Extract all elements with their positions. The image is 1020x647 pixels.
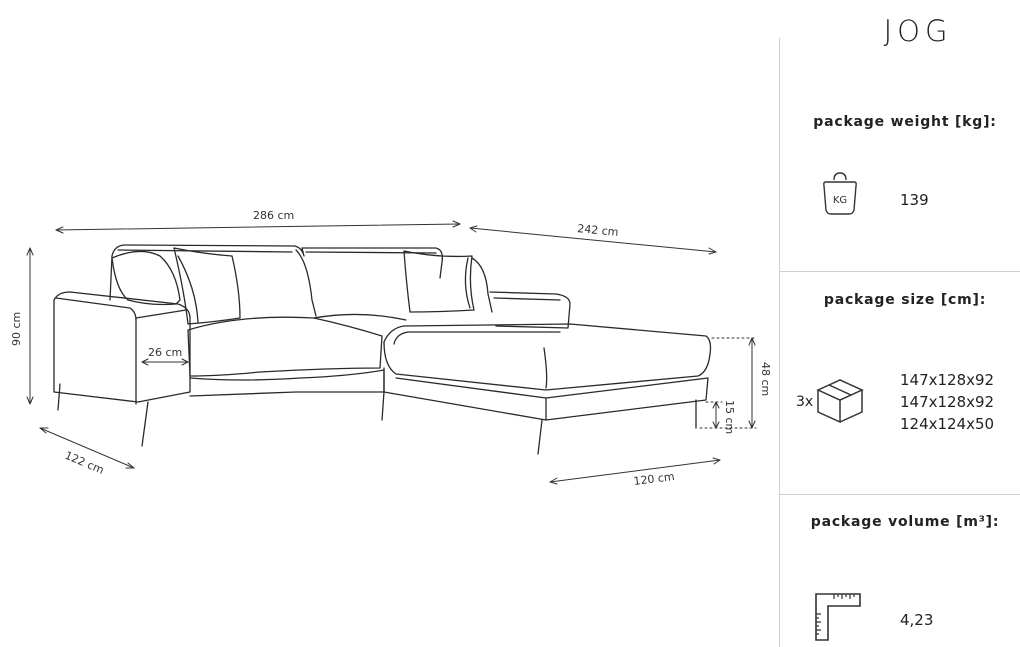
dim-label-height: 90 cm bbox=[10, 312, 23, 346]
armrest-left bbox=[53, 291, 191, 403]
pillow-left bbox=[173, 247, 241, 325]
package-count: 3x bbox=[796, 394, 814, 410]
dim-arrow-120-left bbox=[549, 477, 558, 485]
package-volume-label: package volume [m³]: bbox=[810, 514, 1000, 530]
seat-cushion-mid bbox=[313, 313, 407, 321]
dim-line-242 bbox=[469, 227, 717, 253]
dim-arrow-15-top bbox=[712, 401, 720, 409]
dimension-lines bbox=[26, 220, 757, 485]
dim-arrow-26-left bbox=[141, 358, 149, 366]
leg-1 bbox=[57, 383, 61, 411]
package-weight-label: package weight [kg]: bbox=[813, 114, 997, 130]
pillow-left-seam bbox=[177, 255, 199, 323]
back-cushion-left bbox=[111, 250, 181, 306]
package-size-2: 147x128x92 bbox=[900, 393, 995, 411]
sofa-diagram: 286 cm 242 cm 90 cm 122 cm 26 cm 48 cm 1… bbox=[10, 209, 772, 488]
panel-divider-1 bbox=[780, 271, 1020, 272]
volume-ruler-icon bbox=[815, 593, 861, 641]
dim-label-chaise-depth: 120 cm bbox=[633, 470, 676, 488]
dim-label-total-width: 286 cm bbox=[253, 209, 294, 222]
dim-arrow-286-right bbox=[452, 220, 461, 228]
leg-3 bbox=[381, 391, 385, 421]
package-volume-value: 4,23 bbox=[900, 611, 934, 629]
chaise-top-seam bbox=[543, 347, 548, 389]
dim-label-seat-height: 48 cm bbox=[759, 362, 772, 396]
back-cushion-right bbox=[471, 257, 493, 313]
chaise-top-rim bbox=[393, 331, 561, 345]
dim-label-armrest: 26 cm bbox=[148, 346, 182, 359]
sofa-back-top-line bbox=[117, 249, 293, 253]
armrest-left-top-edge bbox=[55, 297, 137, 405]
dim-arrow-48-top bbox=[748, 337, 756, 346]
dim-label-chaise-length: 242 cm bbox=[577, 222, 619, 239]
seat-cushion-left bbox=[187, 316, 383, 377]
armrest-left-face bbox=[135, 309, 187, 319]
leg-2 bbox=[141, 401, 149, 447]
dim-arrow-90-top bbox=[26, 247, 34, 256]
dim-arrow-122-right bbox=[125, 462, 135, 469]
chaise-top bbox=[383, 323, 712, 391]
weight-icon: KG bbox=[823, 172, 857, 215]
package-size-1: 147x128x92 bbox=[900, 371, 995, 389]
leg-4 bbox=[537, 419, 543, 455]
dim-arrow-242-left bbox=[469, 225, 478, 233]
dim-arrow-242-right bbox=[708, 247, 717, 255]
dim-label-leg-height: 15 cm bbox=[723, 400, 736, 434]
dim-line-122 bbox=[39, 427, 135, 469]
product-title: JOG bbox=[883, 14, 953, 48]
sofa-back-mid-seam bbox=[295, 249, 317, 317]
pillow-right bbox=[403, 250, 475, 313]
dim-arrow-286-left bbox=[55, 226, 64, 234]
armrest-right bbox=[489, 291, 571, 329]
pillow-right-seam bbox=[464, 257, 471, 309]
package-size-3: 124x124x50 bbox=[900, 415, 995, 433]
sofa-back-outline bbox=[109, 244, 444, 301]
box-icon bbox=[816, 379, 864, 424]
package-weight-value: 139 bbox=[900, 191, 929, 209]
dim-line-286 bbox=[55, 223, 461, 231]
dim-arrow-48-bottom bbox=[748, 420, 756, 429]
dim-arrow-15-bottom bbox=[712, 421, 720, 429]
package-size-label: package size [cm]: bbox=[823, 292, 987, 308]
dim-arrow-90-bottom bbox=[26, 396, 34, 405]
sofa-base-main bbox=[189, 369, 385, 397]
dim-arrow-120-right bbox=[712, 457, 721, 465]
panel-divider-vertical bbox=[779, 38, 780, 647]
armrest-right-top bbox=[493, 297, 561, 301]
package-size-list: 147x128x92 147x128x92 124x124x50 bbox=[900, 369, 994, 435]
dim-arrow-122-left bbox=[39, 427, 49, 434]
dim-line-120 bbox=[549, 459, 721, 483]
panel-divider-2 bbox=[780, 494, 1020, 495]
weight-icon-text: KG bbox=[833, 195, 847, 206]
dim-arrow-26-right bbox=[181, 358, 189, 366]
